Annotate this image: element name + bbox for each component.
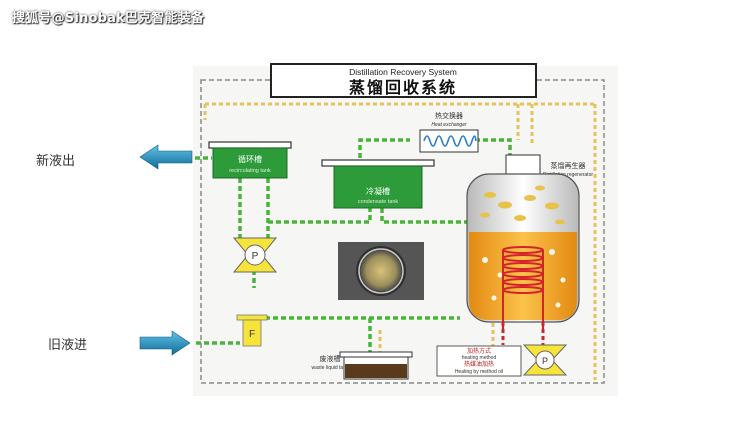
pump-upper-label: P — [252, 251, 259, 262]
inlet-arrow — [139, 330, 191, 356]
watermark: 搜狐号@Sinobak巴克智能装备 — [12, 11, 205, 26]
filter-unit: F — [236, 314, 268, 347]
waste-tank-en: waste liquid tank — [312, 365, 349, 371]
waste-tank-cn: 废液槽 — [320, 354, 341, 363]
recirculating-tank-en: recirculating tank — [229, 168, 271, 174]
pump-lower: P — [522, 344, 568, 376]
condensate-tank-cn: 冷凝槽 — [366, 186, 390, 196]
heating-method-box: 加热方式 heating method 热媒油加热 Heating by met… — [436, 345, 522, 377]
heating-cn2: 热媒油加热 — [464, 360, 494, 368]
outlet-arrow — [139, 144, 193, 170]
distillation-column — [466, 173, 580, 330]
heating-cn: 加热方式 — [467, 347, 491, 355]
regenerator-cn: 蒸馏再生器 — [551, 161, 586, 170]
vapor-lines — [203, 102, 597, 380]
recirculating-tank: 循环槽 recirculating tank — [208, 141, 292, 179]
filter-label: F — [249, 329, 255, 340]
heat-exchanger-cn: 热交换器 — [435, 111, 463, 120]
condensate-tank-en: condensate tank — [358, 199, 399, 205]
new-liquid-out-label: 新液出 — [36, 154, 76, 169]
regenerator-en: Distillation regenerator — [543, 172, 593, 178]
heat-exchanger-en: Heat exchanger — [431, 122, 467, 128]
title-box — [270, 63, 537, 98]
waste-liquid-tank: 废液槽 waste liquid tank — [312, 351, 413, 380]
title-cn: 蒸馏回收系统 — [349, 78, 457, 97]
recirculating-tank-cn: 循环槽 — [238, 154, 262, 164]
filter-photo — [338, 242, 424, 300]
liquid-pipes — [187, 138, 512, 352]
heating-en: heating method — [462, 355, 497, 361]
title-en: Distillation Recovery System — [349, 67, 457, 77]
heating-en2: Heating by method oil — [455, 369, 503, 375]
condensate-tank: 冷凝槽 condensate tank — [321, 159, 435, 209]
old-liquid-in-label: 旧液进 — [48, 338, 88, 353]
pump-upper: P — [232, 237, 278, 273]
regenerator-neck — [505, 154, 541, 176]
heat-exchanger: 热交换器 Heat exchanger — [419, 111, 479, 153]
pump-lower-label: P — [542, 356, 548, 366]
